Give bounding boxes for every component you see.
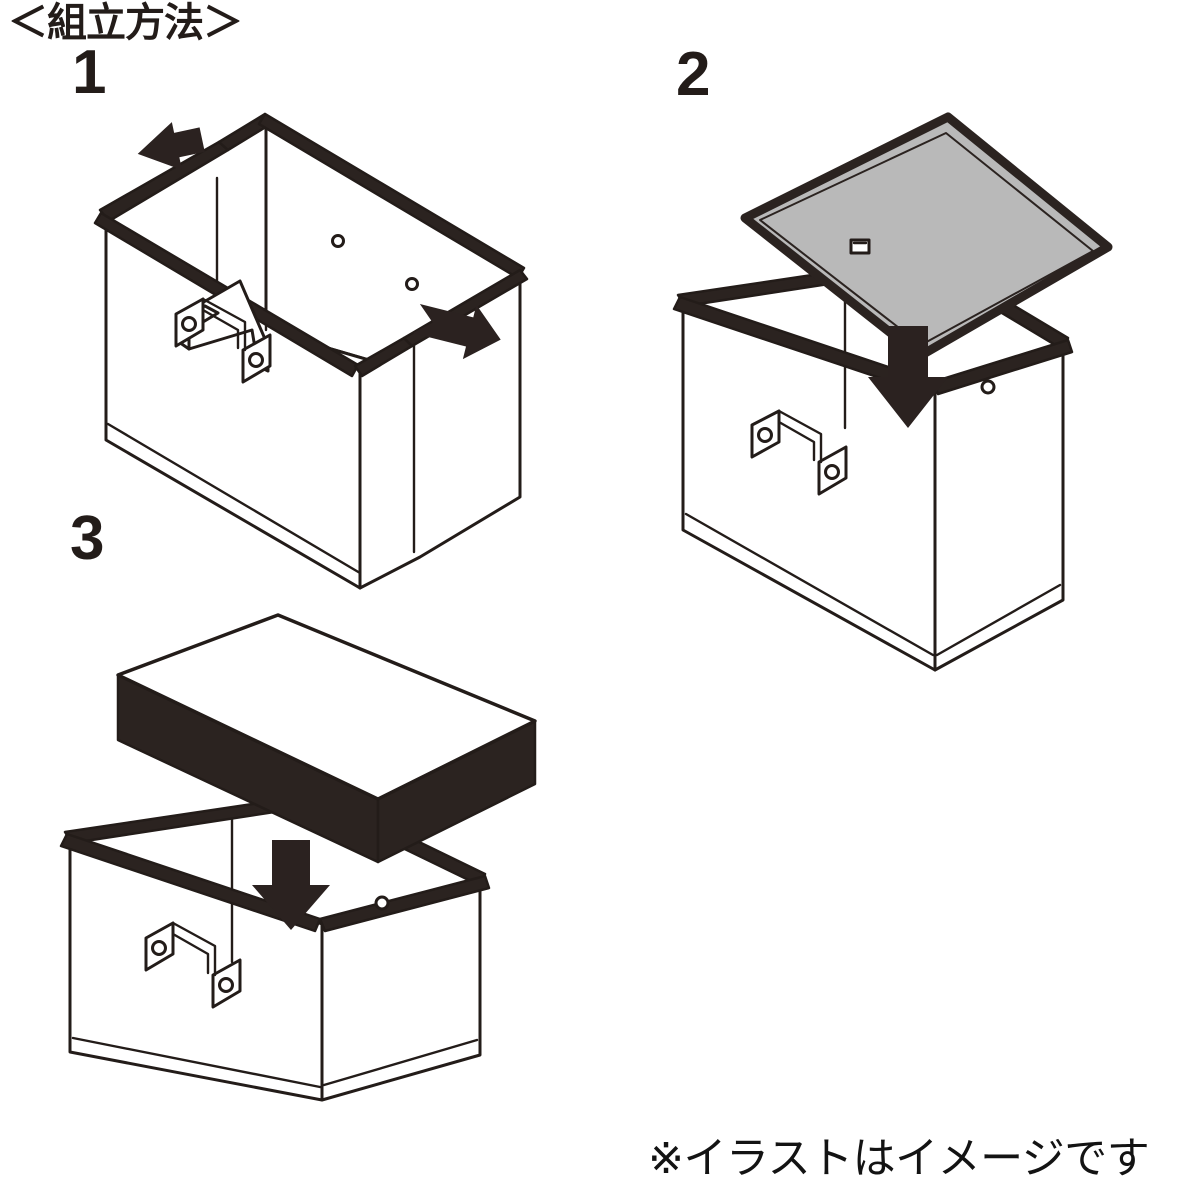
fabric-box-open: [93, 112, 529, 590]
insert-down-arrow: [868, 326, 948, 428]
step-1-number: 1: [72, 38, 107, 107]
carry-handle: [750, 409, 848, 496]
illustration-disclaimer: ※イラストはイメージです: [648, 1135, 1150, 1183]
eyelet-hole: [374, 895, 390, 911]
page-title: ＜組立方法＞: [8, 1, 243, 45]
step-2-number: 2: [676, 40, 711, 109]
step-3-number: 3: [70, 504, 105, 573]
carry-handle: [144, 921, 242, 1009]
step-2-illustration: [672, 112, 1113, 672]
place-down-arrow: [252, 840, 330, 930]
eyelet-hole: [405, 277, 419, 291]
fabric-box: [672, 255, 1074, 672]
step-1-illustration: [93, 112, 529, 590]
board-notch: [849, 238, 871, 255]
eyelet-hole: [980, 379, 996, 395]
fabric-box: [59, 792, 491, 1102]
thick-lid: [116, 613, 537, 864]
expand-left-arrow: [137, 122, 205, 170]
step-3-illustration: [59, 613, 537, 1102]
eyelet-hole: [331, 234, 345, 248]
expand-right-arrow: [412, 304, 501, 360]
gray-base-board: [740, 112, 1113, 361]
carry-handle: [174, 279, 272, 384]
